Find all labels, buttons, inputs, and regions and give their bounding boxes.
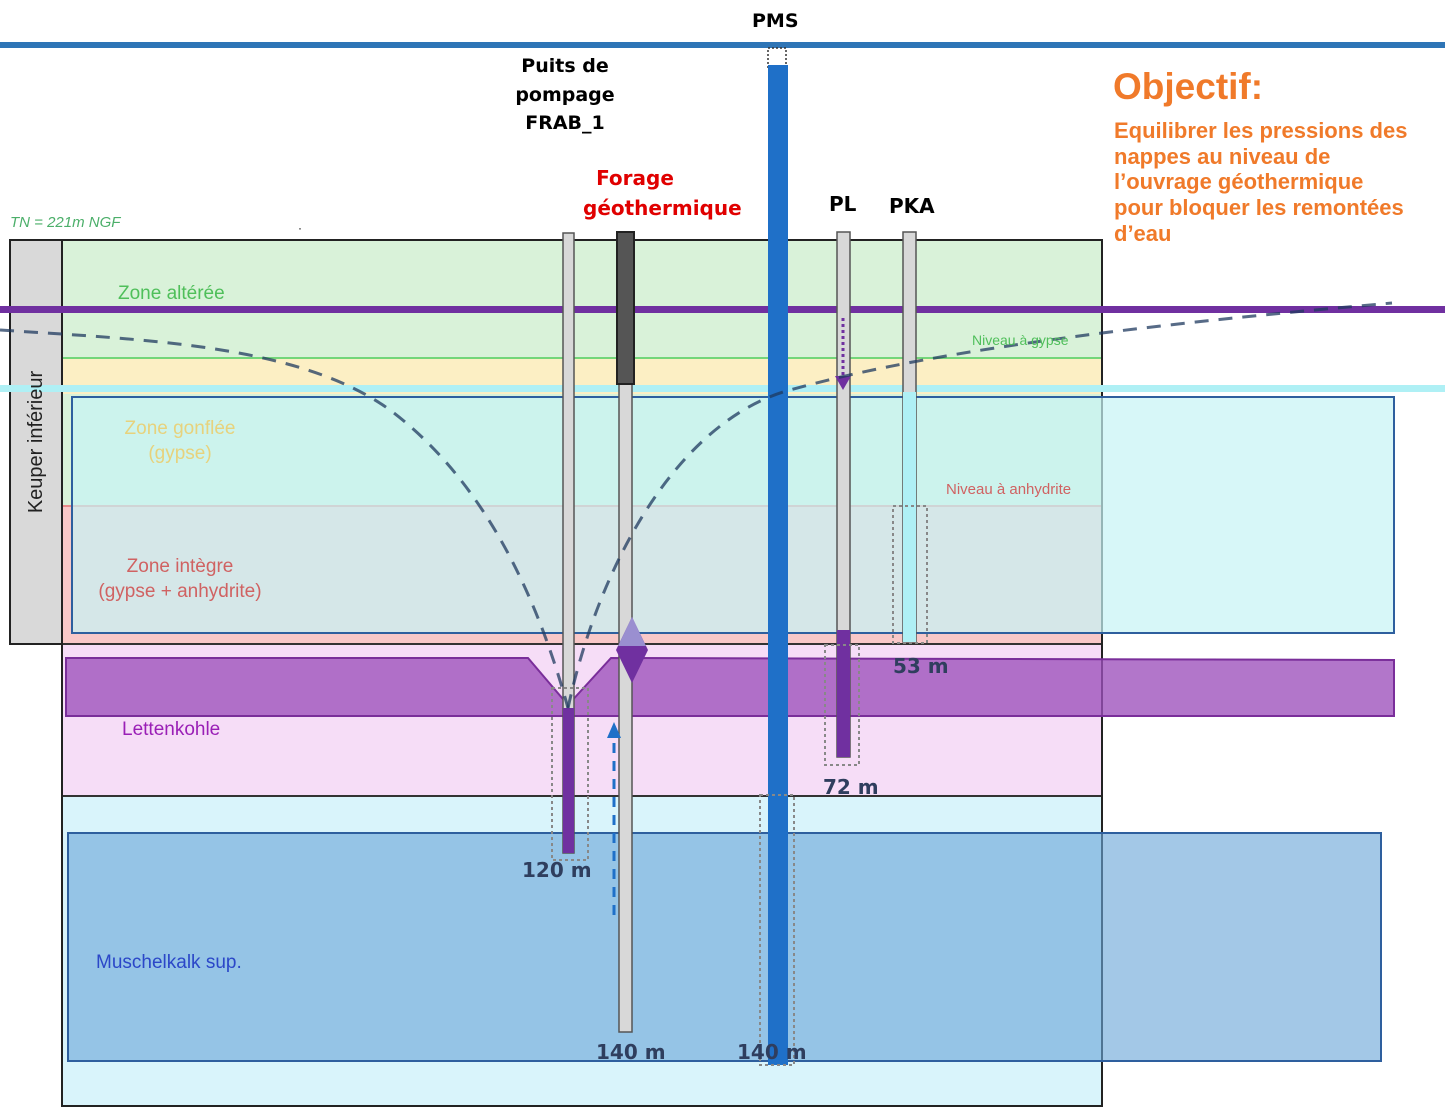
pl-label: PL bbox=[829, 192, 857, 216]
lettenkohle-label: Lettenkohle bbox=[122, 719, 221, 740]
pms-depth: 140 m bbox=[737, 1040, 807, 1064]
cyan-level-line bbox=[0, 385, 1445, 392]
objective-title: Objectif: bbox=[1113, 66, 1264, 107]
pka-label: PKA bbox=[889, 194, 935, 218]
keuper-label: Keuper inférieur bbox=[25, 370, 47, 514]
pl-depth: 72 m bbox=[823, 775, 879, 799]
gypsum-level-label: Niveau à gypse bbox=[972, 332, 1069, 348]
anhydrite-level-label: Niveau à anhydrite bbox=[946, 481, 1072, 498]
pms-label: PMS bbox=[752, 10, 799, 32]
muschelkalk-label: Muschelkalk sup. bbox=[96, 952, 242, 973]
objective-text: Equilibrer les pressions des nappes au n… bbox=[1114, 118, 1408, 246]
zone-integre-label: Zone intègre (gypse + anhydrite) bbox=[98, 556, 262, 602]
zone-gonflee-label: Zone gonflée (gypse) bbox=[124, 418, 236, 464]
purple-level-line bbox=[0, 306, 1445, 313]
frab-well-label: Puits de pompage FRAB_1 bbox=[515, 55, 615, 134]
zone-alteree-label: Zone altérée bbox=[118, 283, 225, 304]
forage-depth: 140 m bbox=[596, 1040, 666, 1064]
frab-depth: 120 m bbox=[522, 858, 592, 882]
tn-label: TN = 221m NGF bbox=[10, 214, 121, 231]
forage-label: Forage géothermique bbox=[583, 166, 742, 220]
header-line bbox=[0, 42, 1445, 48]
cyan-overlay bbox=[71, 396, 1395, 634]
muschelkalk-overlay bbox=[67, 832, 1382, 1062]
drawdown-cone-right bbox=[566, 301, 1393, 709]
lettenkohle-overlay bbox=[65, 656, 1395, 717]
pka-depth: 53 m bbox=[893, 654, 949, 678]
zone-alteree-band bbox=[62, 240, 1102, 358]
dot-mark: · bbox=[298, 221, 302, 235]
